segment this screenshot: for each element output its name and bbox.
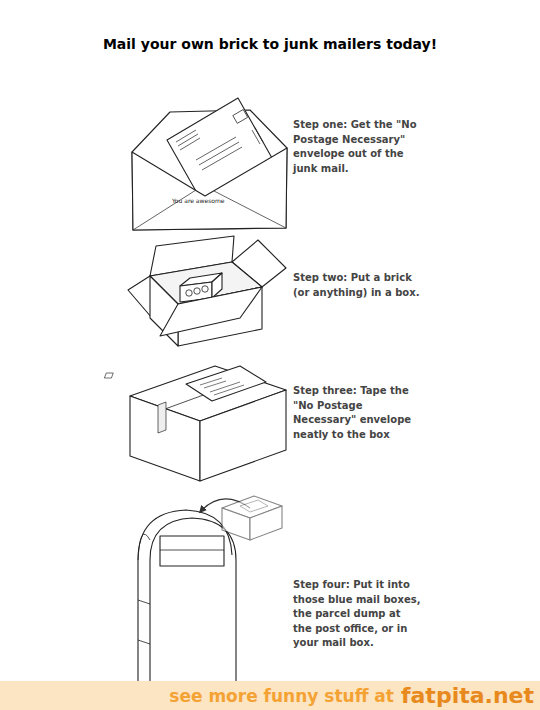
envelope-text: You are awesome <box>172 197 224 204</box>
tape <box>158 402 166 433</box>
step-text: Step two: Put a brick (or anything) in a… <box>293 271 421 300</box>
step-text: Step one: Get the "No Postage Necessary"… <box>293 118 421 176</box>
site-name: fatpita.net <box>401 683 534 708</box>
footer-banner: see more funny stuff at fatpita.net <box>0 681 540 710</box>
taped-envelope <box>186 366 266 401</box>
step-text: Step three: Tape the "No Postage Necessa… <box>293 384 421 442</box>
step-text: Step four: Put it into those blue mail b… <box>293 578 421 651</box>
page-title: Mail your own brick to junk mailers toda… <box>0 36 540 52</box>
open-box <box>128 236 286 346</box>
footer-band <box>0 681 540 710</box>
footer-text: see more funny stuff at <box>169 686 394 706</box>
closed-box <box>104 366 286 481</box>
open-envelope <box>132 98 287 230</box>
mailbox <box>136 496 282 691</box>
faded-box <box>222 496 282 540</box>
